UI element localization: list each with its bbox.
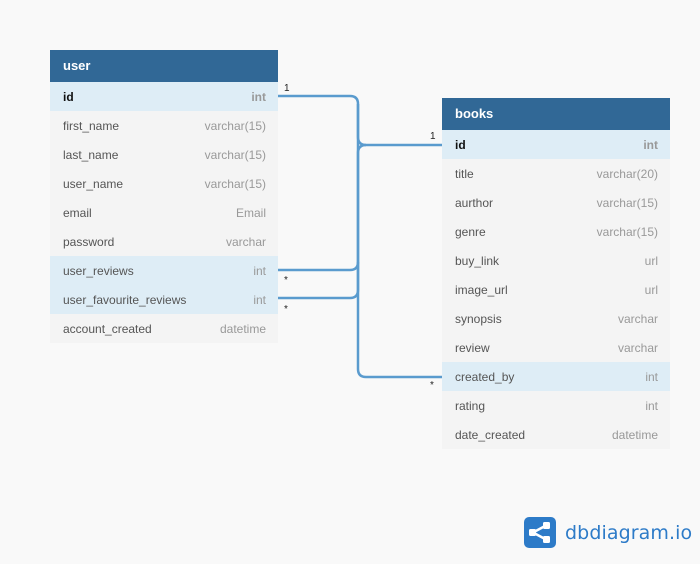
field-name: aurthor xyxy=(455,195,494,210)
field-row-user-user-name[interactable]: user_name varchar(15) xyxy=(50,169,278,198)
field-name: user_name xyxy=(63,176,124,191)
field-row-books-created-by[interactable]: created_by int xyxy=(442,362,670,391)
cardinality-books-created-by: * xyxy=(430,380,434,391)
field-name: date_created xyxy=(455,427,526,442)
field-name: review xyxy=(455,340,490,355)
field-row-books-aurthor[interactable]: aurthor varchar(15) xyxy=(442,188,670,217)
field-type: url xyxy=(644,282,658,297)
field-name: id xyxy=(455,137,466,152)
table-header-books[interactable]: books xyxy=(442,98,670,130)
field-type: varchar(20) xyxy=(596,166,658,181)
field-row-books-id[interactable]: id int xyxy=(442,130,670,159)
cardinality-user-id: 1 xyxy=(284,83,290,94)
field-row-books-review[interactable]: review varchar xyxy=(442,333,670,362)
field-name: image_url xyxy=(455,282,508,297)
brand-name: dbdiagram.io xyxy=(565,521,693,544)
field-name: last_name xyxy=(63,147,119,162)
relation-line-user-reviews[interactable] xyxy=(278,104,360,272)
field-type: varchar(15) xyxy=(204,147,266,162)
field-name: first_name xyxy=(63,118,120,133)
field-name: email xyxy=(63,205,92,220)
field-type: int xyxy=(643,137,658,152)
field-row-books-genre[interactable]: genre varchar(15) xyxy=(442,217,670,246)
field-type: int xyxy=(253,292,266,307)
field-type: varchar(15) xyxy=(204,118,266,133)
field-type: int xyxy=(251,89,266,104)
field-type: varchar xyxy=(225,234,266,249)
field-row-books-buy-link[interactable]: buy_link url xyxy=(442,246,670,275)
table-books[interactable]: books id int title varchar(20) aurthor varcha… xyxy=(442,98,670,449)
field-row-books-synopsis[interactable]: synopsis varchar xyxy=(442,304,670,333)
field-type: varchar xyxy=(617,340,658,355)
field-name: password xyxy=(63,234,115,249)
field-name: id xyxy=(63,89,74,104)
relation-line-user-favourite-reviews[interactable] xyxy=(278,262,360,300)
field-type: datetime xyxy=(219,321,266,336)
field-type: datetime xyxy=(611,427,658,442)
field-type: varchar(15) xyxy=(596,224,658,239)
field-row-user-password[interactable]: password varchar xyxy=(50,227,278,256)
field-row-user-email[interactable]: email Email xyxy=(50,198,278,227)
field-row-user-user-reviews[interactable]: user_reviews int xyxy=(50,256,278,285)
field-name: user_favourite_reviews xyxy=(63,292,187,307)
field-type: varchar xyxy=(617,311,658,326)
field-name: rating xyxy=(455,398,486,413)
cardinality-user-favourite-reviews: * xyxy=(284,304,288,315)
field-type: url xyxy=(644,253,658,268)
field-type: int xyxy=(645,398,658,413)
field-name: created_by xyxy=(455,369,515,384)
field-name: user_reviews xyxy=(63,263,134,278)
relation-line-books-created-by[interactable] xyxy=(356,143,442,379)
field-row-books-image-url[interactable]: image_url url xyxy=(442,275,670,304)
field-type: int xyxy=(645,369,658,384)
field-row-user-user-favourite-reviews[interactable]: user_favourite_reviews int xyxy=(50,285,278,314)
field-row-user-account-created[interactable]: account_created datetime xyxy=(50,314,278,343)
brand-logo[interactable]: dbdiagram.io xyxy=(524,517,692,548)
field-row-books-title[interactable]: title varchar(20) xyxy=(442,159,670,188)
field-name: account_created xyxy=(63,321,152,336)
cardinality-user-reviews: * xyxy=(284,275,288,286)
field-name: buy_link xyxy=(455,253,500,268)
field-row-user-first-name[interactable]: first_name varchar(15) xyxy=(50,111,278,140)
field-name: genre xyxy=(455,224,486,239)
field-type: Email xyxy=(235,205,266,220)
field-row-books-date-created[interactable]: date_created datetime xyxy=(442,420,670,449)
table-header-user[interactable]: user xyxy=(50,50,278,82)
field-type: int xyxy=(253,263,266,278)
field-name: synopsis xyxy=(455,311,502,326)
field-name: title xyxy=(455,166,474,181)
field-type: varchar(15) xyxy=(204,176,266,191)
cardinality-books-id: 1 xyxy=(430,131,436,142)
field-row-user-last-name[interactable]: last_name varchar(15) xyxy=(50,140,278,169)
field-row-books-rating[interactable]: rating int xyxy=(442,391,670,420)
share-nodes-icon xyxy=(524,517,556,548)
field-type: varchar(15) xyxy=(596,195,658,210)
field-row-user-id[interactable]: id int xyxy=(50,82,278,111)
relation-line-user-id-to-books-id[interactable] xyxy=(278,94,442,147)
